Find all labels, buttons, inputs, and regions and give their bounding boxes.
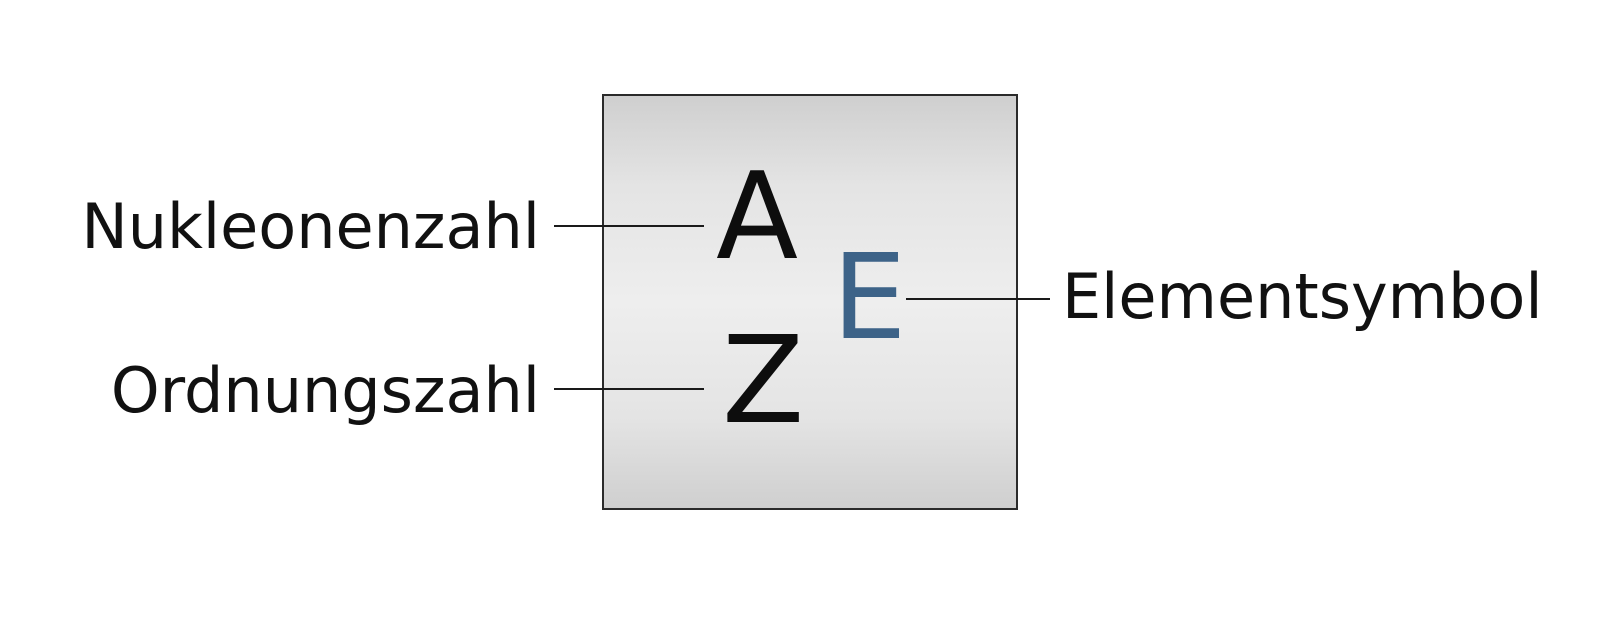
mass-number-symbol: A xyxy=(716,148,799,287)
label-element-symbol: Elementsymbol xyxy=(1062,260,1543,333)
atomic-number-symbol: Z xyxy=(722,312,805,451)
element-symbol: E xyxy=(832,228,907,366)
leader-line-nucleon-number xyxy=(554,225,704,227)
label-nucleon-number: Nukleonenzahl xyxy=(81,190,540,263)
leader-line-atomic-number xyxy=(554,388,704,390)
leader-line-element-symbol xyxy=(906,298,1050,300)
label-atomic-number: Ordnungszahl xyxy=(110,354,540,427)
nuclide-box xyxy=(602,94,1018,510)
